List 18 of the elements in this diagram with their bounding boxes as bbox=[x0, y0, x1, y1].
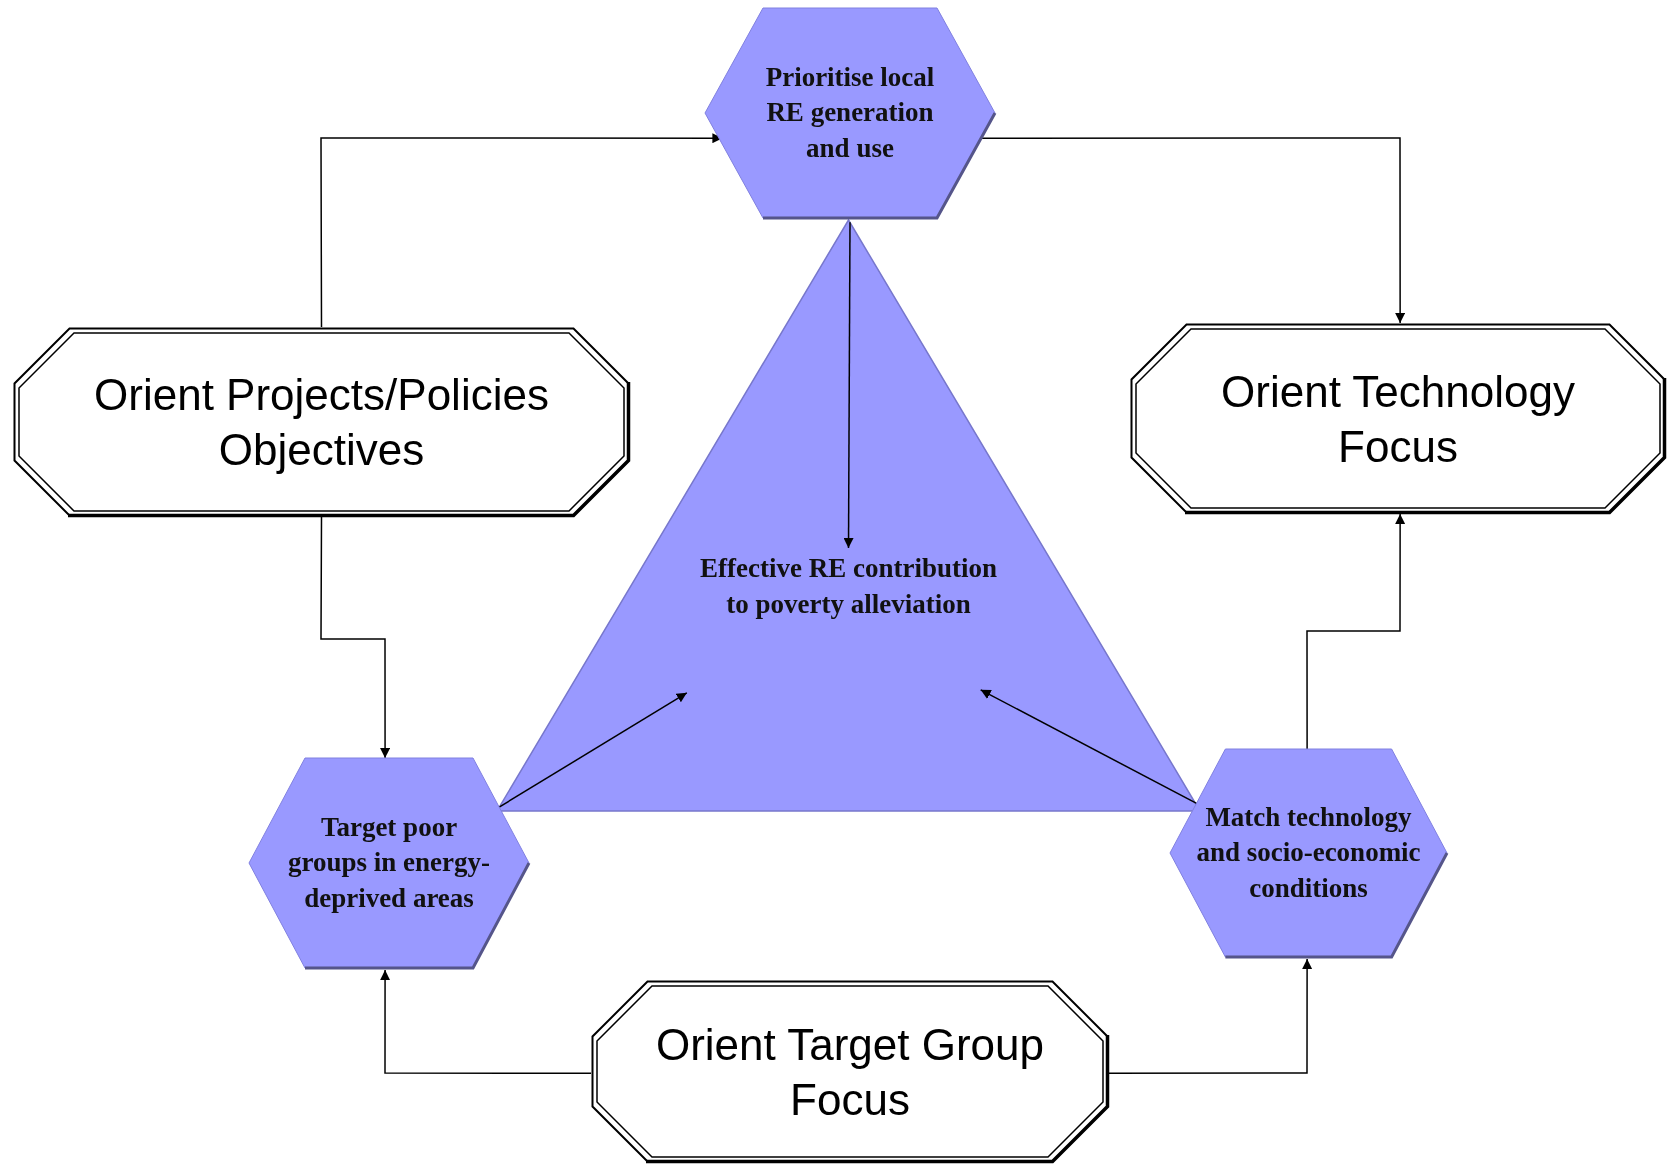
hexagon-node bbox=[705, 8, 995, 218]
octagon-node bbox=[591, 980, 1109, 1163]
node-text: Orient Projects/Policies Objectives bbox=[93, 369, 550, 476]
arrow bbox=[1306, 513, 1406, 750]
octagon-node bbox=[1130, 323, 1666, 514]
hexagon-node bbox=[249, 758, 529, 968]
arrow bbox=[320, 516, 391, 759]
arrow bbox=[843, 221, 854, 549]
node-text: Orient Target Group Focus bbox=[654, 1018, 1046, 1126]
node-text: Effective RE contribution to poverty alleviation bbox=[699, 552, 998, 622]
node-text: Match technology and socio-economic conditions bbox=[1196, 801, 1421, 905]
arrow bbox=[380, 969, 592, 1075]
arrow bbox=[1108, 958, 1313, 1075]
hexagon-node bbox=[1170, 749, 1447, 957]
node-text: Target poor groups in energy-deprived areas bbox=[287, 811, 491, 915]
octagon-node bbox=[13, 327, 630, 517]
node-text: Orient Technology Focus bbox=[1220, 365, 1576, 473]
node-text: Prioritise local RE generation and use bbox=[765, 61, 935, 165]
